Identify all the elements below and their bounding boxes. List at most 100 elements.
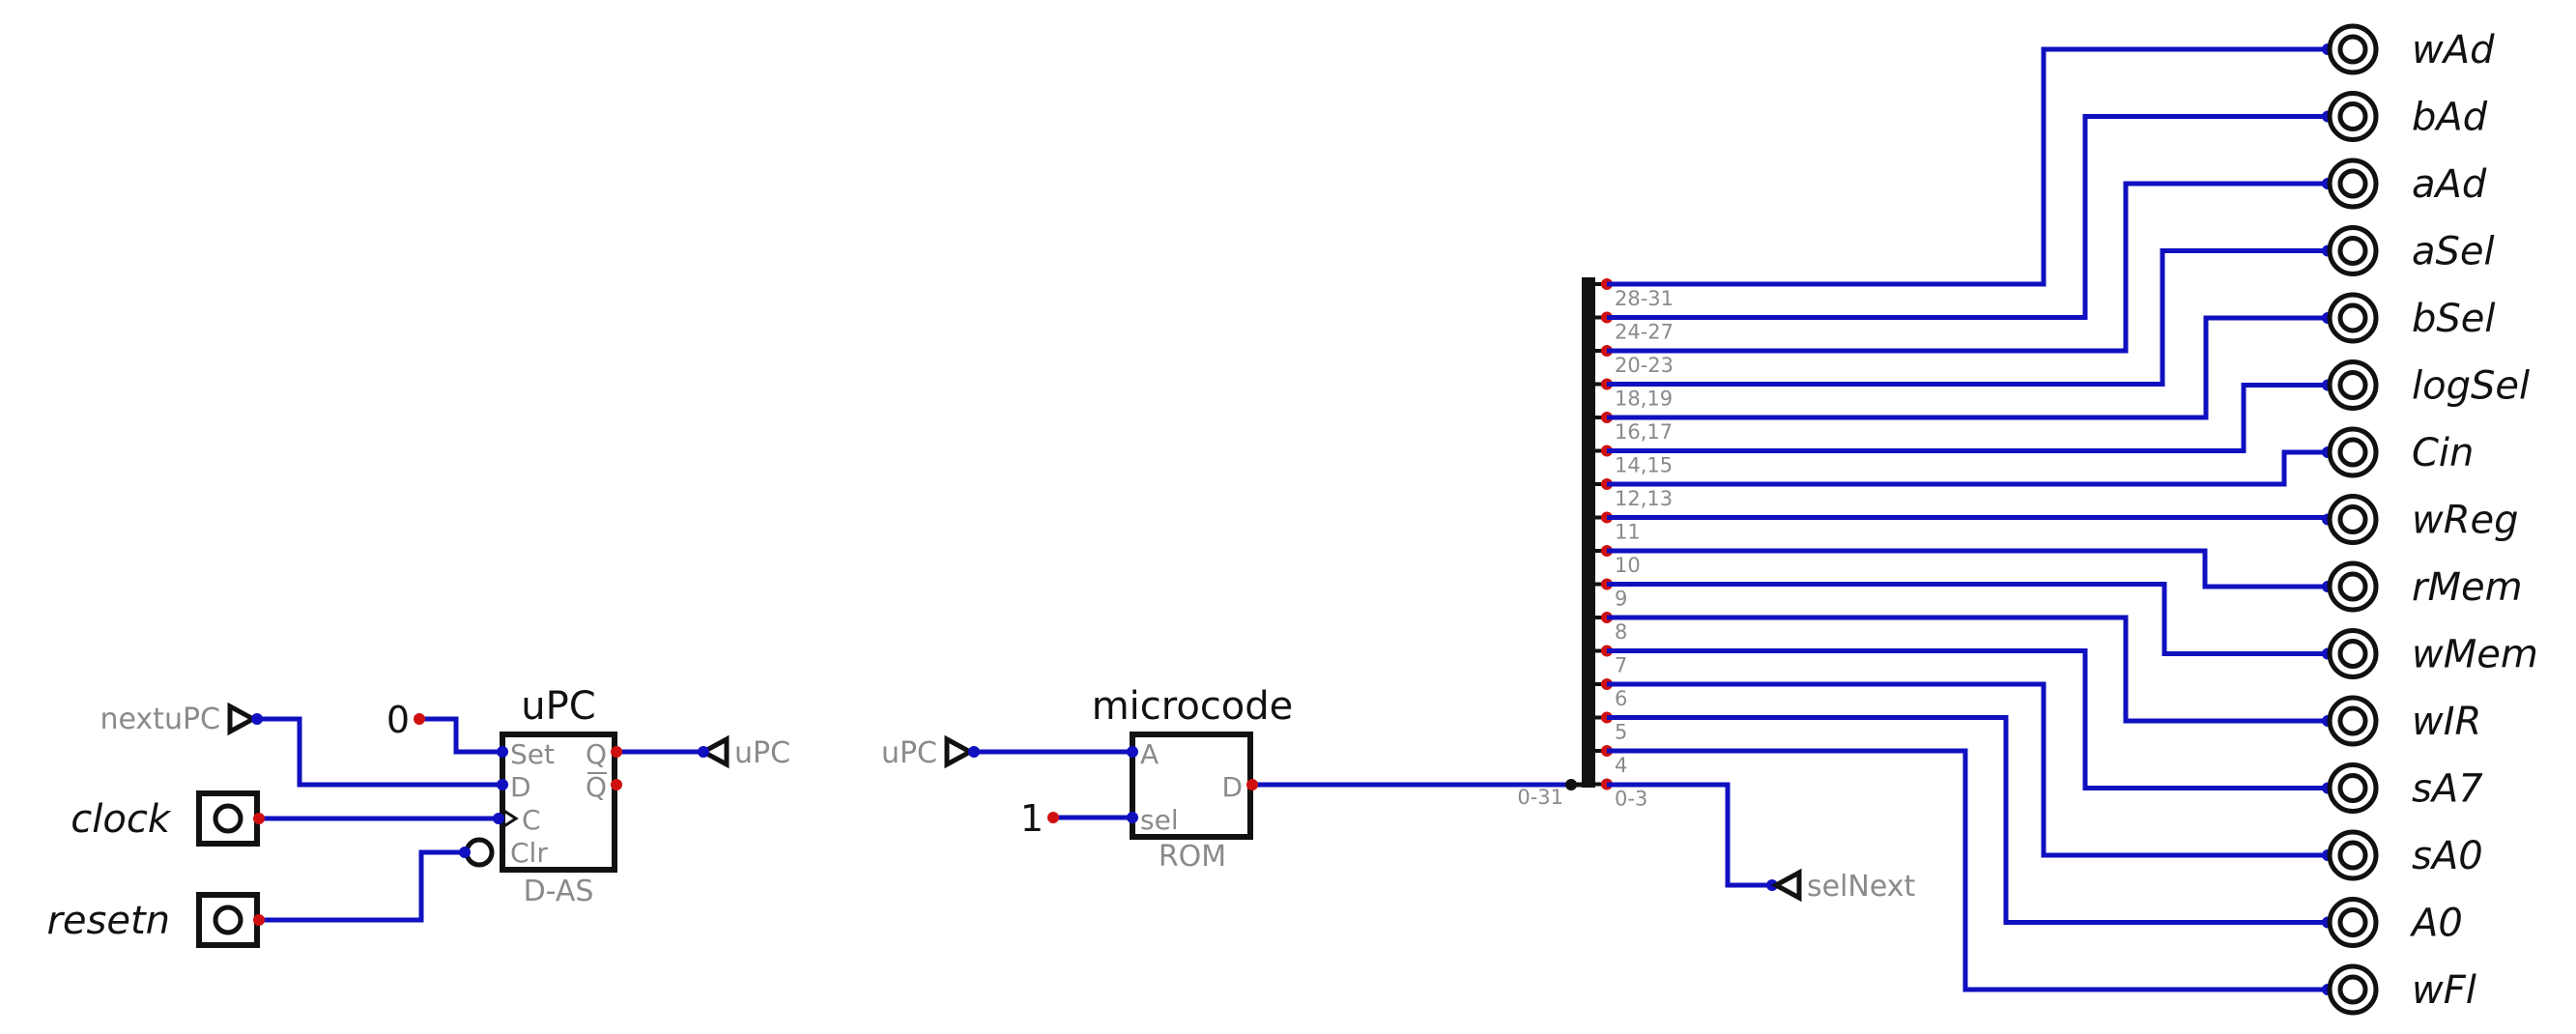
selnext-tunnel-label: selNext [1807,870,1916,904]
output-pin-rmem[interactable]: rMem [2322,560,2523,613]
output-wire-logsel [1607,383,2353,453]
splitter-input-node [1565,779,1577,790]
output-wire-bad [1607,114,2353,320]
output-pin-wreg[interactable]: wReg [2322,494,2519,545]
output-pin-wad[interactable]: wAd [2322,23,2495,75]
d-in-pin [497,779,508,790]
output-wire-aad [1607,181,2353,354]
port-qbar-label: Q [586,771,607,803]
port-d-label: D [510,771,531,803]
output-wire-rmem [1607,548,2353,589]
splitter-range-label: 11 [1615,521,1641,544]
port-clr-label: Clr [510,837,548,869]
sel-constant-label: 1 [1020,797,1044,840]
output-pin-label: sA7 [2412,767,2483,812]
output-pin-label: bSel [2412,297,2496,341]
resetn-out-pin [253,914,265,926]
resetn-wire [257,849,464,923]
clock-input-pin[interactable]: clock [71,790,497,847]
output-pin-cin[interactable]: Cin [2322,426,2474,478]
output-pin-label: wReg [2412,499,2519,543]
output-pin-inner [2337,168,2368,199]
output-pin-label: rMem [2412,565,2523,610]
upc-register[interactable]: uPC 0 Set D C Clr Q Q D-AS [386,684,701,908]
output-pin-label: Cin [2412,431,2474,475]
splitter-bar [1582,277,1595,788]
output-pin-aad[interactable]: aAd [2322,158,2487,210]
splitter-range-label: 8 [1615,620,1627,644]
output-pin-inner [2337,34,2368,65]
upc-register-type: D-AS [524,875,594,908]
output-pin-sa7[interactable]: sA7 [2322,762,2483,814]
upc-tunnel-node [698,746,709,758]
output-pin-wir[interactable]: wIR [2322,695,2481,747]
output-pin-label: bAd [2412,96,2488,140]
output-pin-label: sA0 [2412,834,2483,878]
rom-d-pin [1246,779,1258,790]
output-wire-sa0 [1607,681,2353,858]
port-q-label: Q [586,738,607,770]
rom-type-label: ROM [1159,840,1226,874]
output-pin-sa0[interactable]: sA0 [2322,829,2483,881]
splitter-range-label: 14,15 [1615,454,1673,477]
output-pin-asel[interactable]: aSel [2322,225,2495,276]
splitter-range-label: 28-31 [1615,287,1674,310]
output-pin-wmem[interactable]: wMem [2322,628,2538,679]
output-pin-label: aSel [2412,230,2495,274]
rom-upc-tunnel-node [968,746,980,758]
output-pin-inner [2337,101,2368,131]
resetn-input-pin[interactable]: resetn [46,849,464,948]
rom-box [1130,732,1253,840]
nextupc-wire [257,716,502,788]
splitter-input-range: 0-31 [1517,786,1563,809]
upc-register-box [500,732,617,873]
output-pin-bad[interactable]: bAd [2322,91,2488,142]
c-in-pin [493,813,504,824]
splitter-range-label: 16,17 [1615,420,1673,444]
output-wire-wir [1607,615,2353,724]
qbar-out-pin [611,779,622,790]
splitter[interactable]: 0-31 28-3124-2720-2318,1916,1714,1512,13… [1517,277,1674,811]
splitter-branches [1595,278,1613,790]
splitter-range-label: 4 [1615,754,1627,777]
output-pin-inner [2337,504,2368,534]
output-pin-label: wMem [2412,633,2538,677]
output-pin-a0[interactable]: A0 [2322,897,2463,948]
output-wire-wfl [1607,748,2353,992]
port-set-label: Set [510,738,555,770]
rom-port-sel-label: sel [1140,804,1179,836]
selnext-wire [1607,782,1772,888]
clock-edge-marker [501,808,519,829]
rom-upc-tunnel-label: uPC [881,736,937,770]
nextupc-wire-node [251,713,263,725]
nextupc-tunnel-arrow [227,702,259,736]
output-pin-inner [2337,370,2368,400]
output-pin-inner [2337,302,2368,333]
rom-title: microcode [1092,684,1294,729]
clock-pin-knob [213,803,243,834]
output-wire-wmem [1607,582,2353,656]
clr-in-pin [459,847,471,858]
nextupc-tunnel-label: nextuPC [100,703,220,736]
rom-port-d-label: D [1221,771,1243,803]
splitter-range-label: 5 [1615,721,1627,744]
splitter-range-label: 10 [1615,554,1641,577]
upc-tunnel-label: uPC [734,736,790,770]
microcode-rom[interactable]: uPC microcode A sel D ROM 1 [881,684,1569,874]
output-pin-wfl[interactable]: wFl [2322,963,2476,1016]
upc-output-tunnel: uPC [698,734,790,770]
resetn-pin-label: resetn [46,899,170,943]
output-pin-logsel[interactable]: logSel [2322,359,2530,411]
rom-upc-tunnel-arrow [944,734,976,769]
output-wire-sa7 [1607,648,2353,790]
splitter-range-label: 18,19 [1615,388,1673,411]
selnext-output-tunnel: selNext [1607,782,1916,904]
output-pin-inner [2337,639,2368,669]
output-pin-bsel[interactable]: bSel [2322,292,2496,344]
output-pin-label: wFl [2412,968,2476,1013]
output-wires [1607,46,2353,992]
clock-pin-label: clock [71,797,172,842]
rom-port-a-label: A [1140,738,1159,770]
output-wire-bsel [1607,315,2353,420]
